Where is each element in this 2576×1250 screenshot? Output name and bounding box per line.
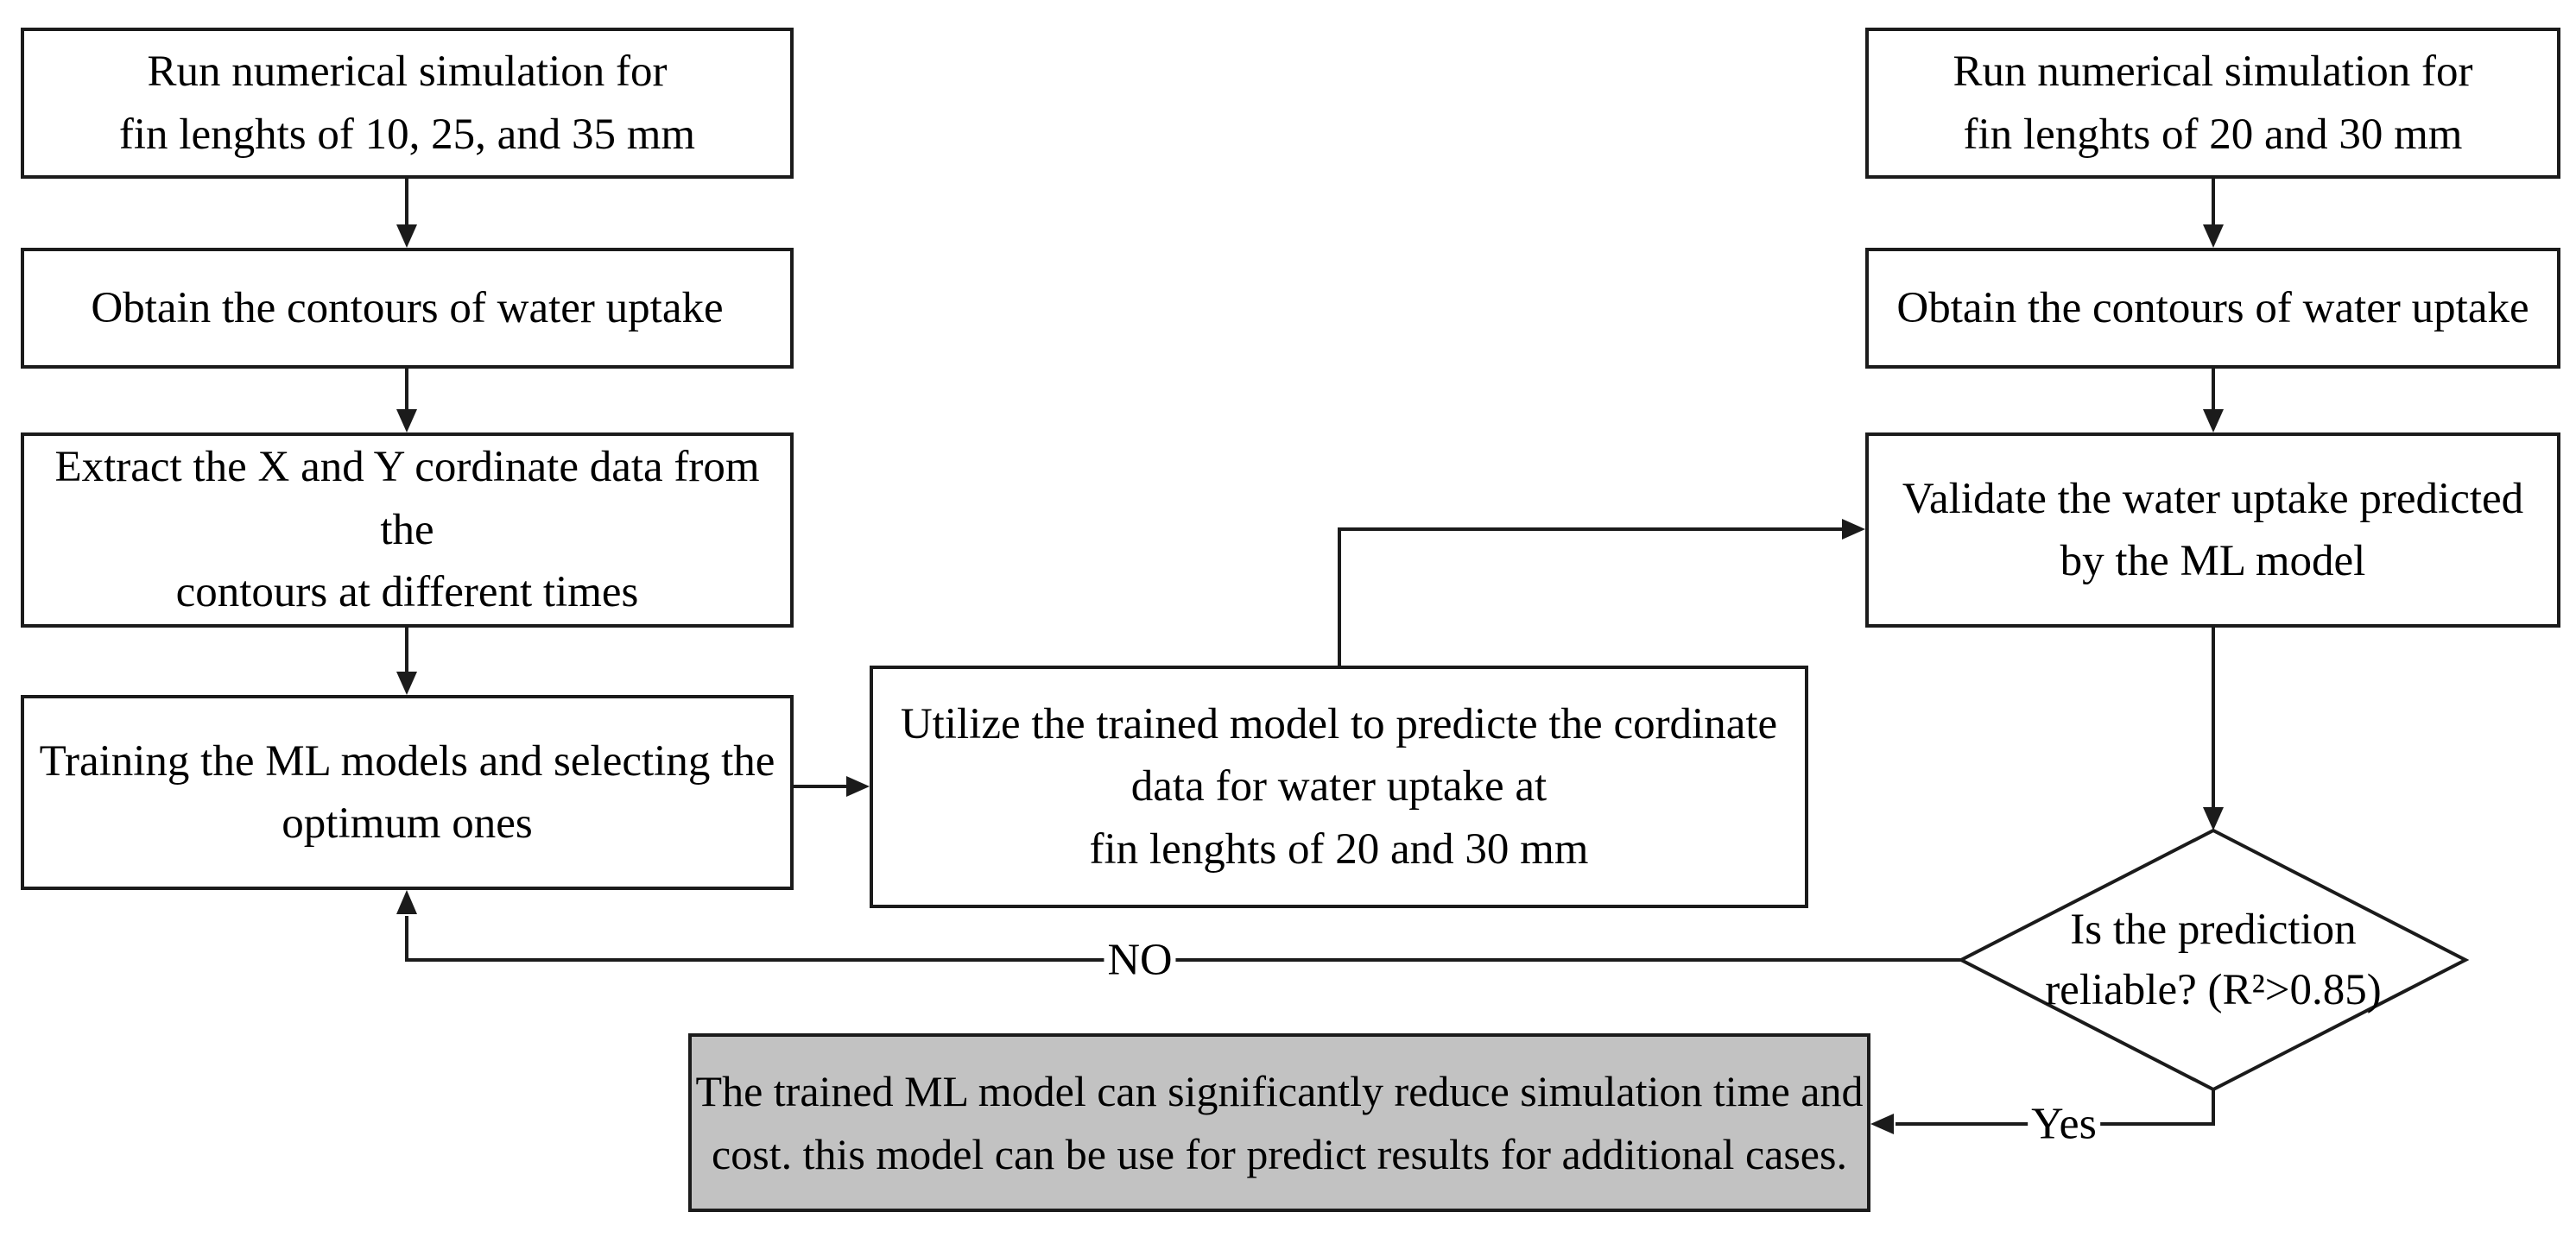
- arrowhead-down-icon: [396, 672, 417, 695]
- label-yes: Yes: [2028, 1099, 2100, 1149]
- arrowhead-left-icon: [1870, 1114, 1894, 1134]
- arrowhead-down-icon: [2203, 224, 2224, 248]
- node-run-sim-validation: Run numerical simulation for fin lenghts…: [1865, 28, 2560, 179]
- arrowhead-right-icon: [846, 776, 870, 797]
- label-no: NO: [1104, 935, 1176, 985]
- node-conclusion: The trained ML model can significantly r…: [688, 1033, 1870, 1212]
- arrowhead-up-icon: [396, 890, 417, 914]
- node-validate-prediction: Validate the water uptake predicted by t…: [1865, 432, 2560, 628]
- node-obtain-contours-training: Obtain the contours of water uptake: [21, 248, 794, 369]
- node-train-ml-models: Training the ML models and selecting the…: [21, 695, 794, 890]
- edge-predict-to-validate: [1338, 527, 1844, 666]
- arrowhead-down-icon: [396, 224, 417, 248]
- edge-yes-to-conclusion: [1896, 1089, 2215, 1126]
- node-obtain-contours-validation: Obtain the contours of water uptake: [1865, 248, 2560, 369]
- node-decision-reliability: Is the prediction reliable? (R²>0.85): [2045, 905, 2382, 1014]
- arrowhead-down-icon: [2203, 807, 2224, 830]
- arrowhead-right-icon: [1842, 519, 1865, 540]
- node-predict-coordinates: Utilize the trained model to predicte th…: [870, 666, 1808, 908]
- decision-diamond: [1957, 828, 2470, 1092]
- node-extract-coordinates: Extract the X and Y cordinate data from …: [21, 432, 794, 628]
- node-run-sim-training: Run numerical simulation for fin lenghts…: [21, 28, 794, 179]
- arrowhead-down-icon: [396, 409, 417, 432]
- edge-no-feedback: [405, 916, 1961, 962]
- arrowhead-down-icon: [2203, 409, 2224, 432]
